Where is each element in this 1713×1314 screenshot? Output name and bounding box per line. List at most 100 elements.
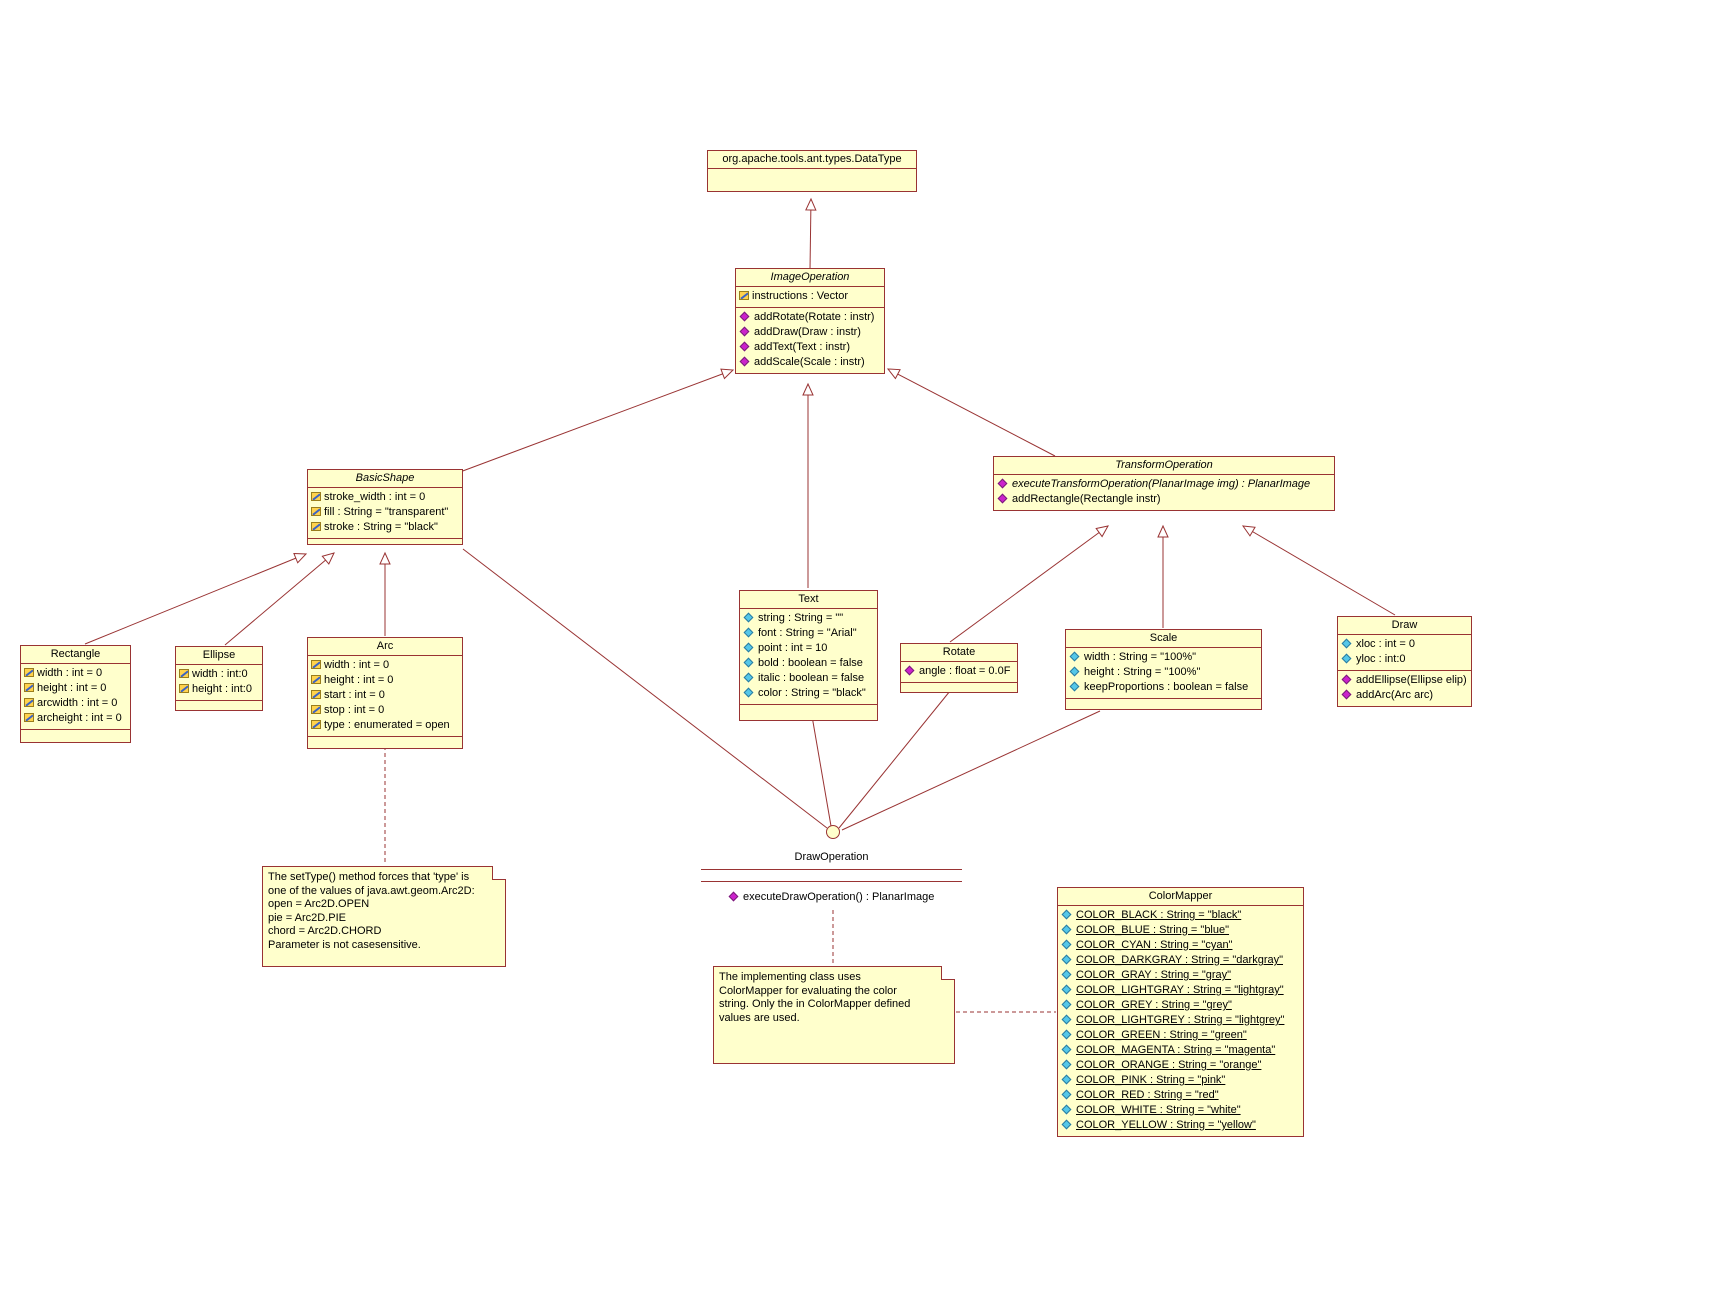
class-title: Rotate: [942, 646, 976, 658]
member-text: COLOR_BLACK : String = "black": [1076, 909, 1242, 921]
class-member: angle : float = 0.0F: [904, 664, 1014, 679]
diamond-cyan-icon: [743, 627, 754, 638]
class-member: addEllipse(Ellipse elip): [1341, 673, 1468, 688]
key-icon: [311, 522, 321, 531]
class-member: COLOR_LIGHTGRAY : String = "lightgray": [1061, 983, 1300, 998]
diamond-cyan-icon: [1061, 909, 1072, 920]
member-text: keepProportions : boolean = false: [1084, 681, 1249, 693]
key-icon: [179, 669, 189, 678]
class-imageoperation[interactable]: ImageOperation instructions : Vector add…: [735, 268, 885, 374]
diamond-magenta-icon: [739, 341, 750, 352]
generalization-transformoperation-imageoperation: [886, 368, 1056, 457]
member-text: font : String = "Arial": [758, 627, 857, 639]
class-scale[interactable]: Scale width : String = "100%"height : St…: [1065, 629, 1262, 710]
diamond-cyan-icon: [1061, 1029, 1072, 1040]
class-member: start : int = 0: [311, 688, 459, 703]
member-text: width : int:0: [192, 668, 248, 680]
member-text: height : String = "100%": [1084, 666, 1201, 678]
class-member: type : enumerated = open: [311, 718, 459, 733]
class-member: yloc : int:0: [1341, 652, 1468, 667]
member-text: arcwidth : int = 0: [37, 697, 118, 709]
member-text: italic : boolean = false: [758, 672, 865, 684]
class-member: arcwidth : int = 0: [24, 696, 127, 711]
class-draw[interactable]: Draw xloc : int = 0 yloc : int:0 addEllip…: [1337, 616, 1472, 707]
key-icon: [179, 684, 189, 693]
attributes-compartment: angle : float = 0.0F: [901, 661, 1017, 682]
member-text: yloc : int:0: [1356, 653, 1406, 665]
member-text: COLOR_GREEN : String = "green": [1076, 1029, 1247, 1041]
member-text: xloc : int = 0: [1356, 638, 1416, 650]
attributes-compartment: width : String = "100%" height : String =…: [1066, 647, 1261, 698]
member-text: COLOR_BLUE : String = "blue": [1076, 924, 1230, 936]
class-datatype[interactable]: org.apache.tools.ant.types.DataType: [707, 150, 917, 192]
attributes-compartment: instructions : Vector: [736, 286, 884, 307]
interface-name: DrawOperation: [794, 851, 869, 863]
class-colormapper[interactable]: ColorMapper COLOR_BLACK : String = "blac…: [1057, 887, 1304, 1137]
class-title: BasicShape: [355, 472, 415, 484]
class-member: COLOR_BLUE : String = "blue": [1061, 923, 1300, 938]
class-member: stop : int = 0: [311, 703, 459, 718]
class-member: COLOR_WHITE : String = "white": [1061, 1103, 1300, 1118]
member-text: point : int = 10: [758, 642, 828, 654]
class-text[interactable]: Text string : String = ""font : String =…: [739, 590, 878, 721]
methods-compartment: [21, 729, 130, 742]
class-member: COLOR_DARKGRAY : String = "darkgray": [1061, 953, 1300, 968]
member-text: COLOR_DARKGRAY : String = "darkgray": [1076, 954, 1284, 966]
class-member: executeDrawOperation() : PlanarImage: [728, 890, 962, 905]
realization-scale-drawoperation: [841, 710, 1101, 831]
member-text: start : int = 0: [324, 689, 385, 701]
methods-compartment: [308, 736, 462, 748]
note-colormapper-usage[interactable]: The implementing class uses ColorMapper …: [713, 966, 955, 1064]
drawoperation-interface-circle[interactable]: [826, 825, 840, 839]
key-icon: [311, 690, 321, 699]
class-member: addText(Text : instr): [739, 340, 881, 355]
key-icon: [24, 713, 34, 722]
diamond-cyan-icon: [1341, 638, 1352, 649]
member-text: archeight : int = 0: [37, 712, 122, 724]
methods-compartment: [176, 700, 262, 710]
class-transformoperation[interactable]: TransformOperation executeTransformOpera…: [993, 456, 1335, 511]
member-text: COLOR_PINK : String = "pink": [1076, 1074, 1226, 1086]
diamond-cyan-icon: [1061, 1044, 1072, 1055]
class-member: width : int = 0: [311, 658, 459, 673]
note-text: The implementing class uses ColorMapper …: [719, 971, 911, 1024]
interface-methods-compartment: executeDrawOperation() : PlanarImage: [701, 890, 962, 905]
attributes-compartment: COLOR_BLACK : String = "black" COLOR_BLUE…: [1058, 905, 1303, 1136]
member-text: COLOR_WHITE : String = "white": [1076, 1104, 1241, 1116]
member-text: type : enumerated = open: [324, 719, 450, 731]
member-text: width : String = "100%": [1084, 651, 1197, 663]
diamond-cyan-icon: [743, 687, 754, 698]
class-rotate[interactable]: Rotate angle : float = 0.0F: [900, 643, 1018, 693]
diamond-magenta-icon: [904, 665, 915, 676]
class-member: height : int:0: [179, 682, 259, 697]
member-text: angle : float = 0.0F: [919, 665, 1011, 677]
diamond-cyan-icon: [1061, 1074, 1072, 1085]
member-text: addText(Text : instr): [754, 341, 850, 353]
class-member: addArc(Arc arc): [1341, 688, 1468, 703]
generalization-rectangle-basicshape: [84, 552, 308, 645]
generalization-draw-transformoperation: [1241, 525, 1396, 616]
key-icon: [311, 492, 321, 501]
realization-text-drawoperation: [811, 715, 832, 827]
class-title: Draw: [1391, 619, 1418, 631]
class-member: height : int = 0: [311, 673, 459, 688]
generalization-rotate-transformoperation: [949, 525, 1109, 643]
diamond-magenta-icon: [739, 326, 750, 337]
key-icon: [311, 675, 321, 684]
class-member: stroke_width : int = 0: [311, 490, 459, 505]
key-icon: [24, 698, 34, 707]
diamond-cyan-icon: [1061, 1059, 1072, 1070]
member-text: executeTransformOperation(PlanarImage im…: [1012, 478, 1311, 490]
class-member: COLOR_GREEN : String = "green": [1061, 1028, 1300, 1043]
class-member: addScale(Scale : instr): [739, 355, 881, 370]
member-text: stroke_width : int = 0: [324, 491, 426, 503]
class-member: string : String = "": [743, 611, 874, 626]
note-arc-settype[interactable]: The setType() method forces that 'type' …: [262, 866, 506, 967]
interface-drawoperation[interactable]: DrawOperation executeDrawOperation() : P…: [701, 851, 962, 905]
